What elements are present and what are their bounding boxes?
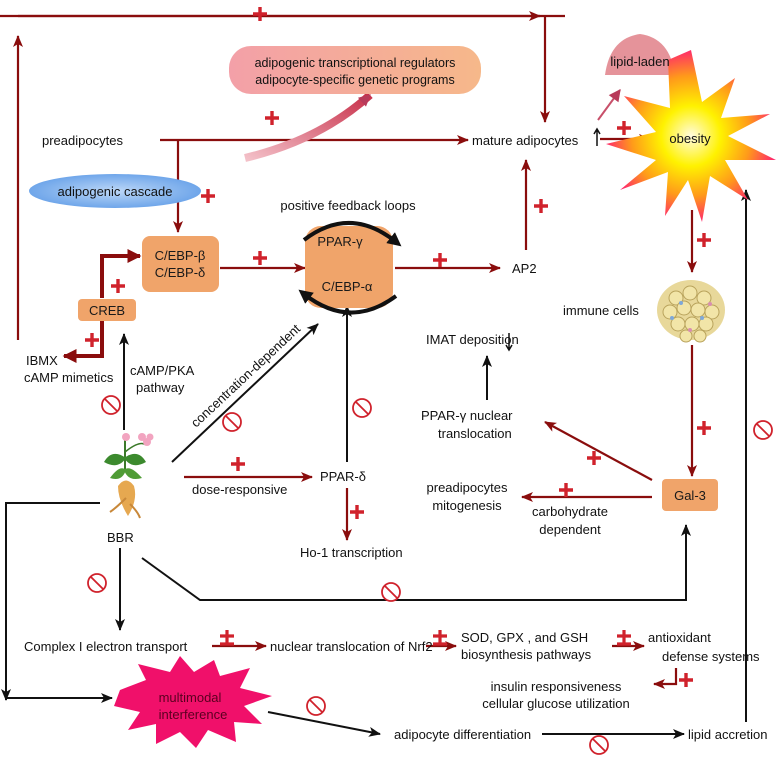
preadipocytes-label: preadipocytes bbox=[42, 133, 123, 148]
arrow-bbr-to-multimodal bbox=[5, 502, 113, 703]
adipocyte-diff-label: adipocyte differentiation bbox=[394, 727, 531, 742]
lipid-accretion-label: lipid accretion bbox=[688, 727, 768, 742]
prohibition-icon-obesity bbox=[753, 420, 773, 440]
plus-sign-cebp-ppar bbox=[251, 249, 269, 267]
ppar-g-nuclear-label-2: translocation bbox=[438, 426, 512, 441]
arrow-creb-to-cebpb bbox=[100, 249, 142, 298]
plus-sign-ho1 bbox=[348, 503, 366, 521]
obesity-burst bbox=[606, 50, 776, 222]
antioxidant-label-1: antioxidant bbox=[648, 630, 711, 645]
preadipocytes-mito-label-1: preadipocytes bbox=[427, 480, 508, 495]
lipid-laden-label: lipid-laden bbox=[610, 54, 669, 69]
bbr-label: BBR bbox=[107, 530, 134, 545]
regulators-box bbox=[229, 46, 481, 94]
arrow-to-regulators bbox=[244, 92, 373, 162]
plus-sign-creb-up bbox=[109, 277, 127, 295]
camp-mimetics-label: cAMP mimetics bbox=[24, 370, 114, 385]
nrf2-label: nuclear translocation of Nrf2 bbox=[270, 639, 433, 654]
preadipocytes-mito-label-2: mitogenesis bbox=[432, 498, 502, 513]
regulators-label-2: adipocyte-specific genetic programs bbox=[255, 73, 454, 87]
arrow-concentration-dependent bbox=[171, 323, 319, 463]
gal3-box bbox=[662, 479, 718, 511]
complex-i-label: Complex I electron transport bbox=[24, 639, 188, 654]
ppar-cebpa-box bbox=[305, 226, 393, 308]
cebp-box bbox=[142, 236, 219, 292]
dose-responsive-label: dose-responsive bbox=[192, 482, 287, 497]
plus-sign-dose bbox=[229, 455, 247, 473]
arrow-bbr-to-gal3 bbox=[141, 524, 691, 601]
plus-sign-nrf2 bbox=[431, 628, 449, 646]
prohibition-icon-diff bbox=[306, 696, 326, 716]
plus-sign-regulators bbox=[263, 109, 281, 127]
prohibition-icon-concentration bbox=[222, 412, 242, 432]
arrow-gal3-to-pparg-nuclear bbox=[544, 421, 653, 481]
sod-label-2: biosynthesis pathways bbox=[461, 647, 592, 662]
arrow-antioxidant-to-insulin bbox=[653, 668, 678, 689]
feedback-arc-top bbox=[302, 221, 402, 247]
plus-sign-immune bbox=[695, 231, 713, 249]
ibmx-label: IBMX bbox=[26, 353, 58, 368]
plus-sign-complexi bbox=[218, 628, 236, 646]
imat-deposition-label: IMAT deposition bbox=[426, 332, 519, 347]
ppar-g-nuclear-label-1: PPAR-γ nuclear bbox=[421, 408, 513, 423]
plus-sign-obesity bbox=[615, 119, 633, 137]
berberine-plant-icon bbox=[104, 433, 154, 519]
insulin-label-1: insulin responsiveness bbox=[491, 679, 622, 694]
antioxidant-label-2: defense systems bbox=[662, 649, 760, 664]
arrow-mature-to-lipid bbox=[597, 89, 621, 121]
camp-pka-label-2: pathway bbox=[136, 380, 185, 395]
multimodal-label-1: multimodal bbox=[159, 690, 222, 705]
arrow-creb-to-ibmx bbox=[62, 320, 104, 363]
plus-sign-sod bbox=[615, 628, 633, 646]
adipogenic-cascade-shape bbox=[29, 174, 201, 208]
gal3-label: Gal-3 bbox=[674, 488, 706, 503]
positive-feedback-label: positive feedback loops bbox=[280, 198, 416, 213]
feedback-arc-bottom bbox=[298, 289, 398, 315]
insulin-label-2: cellular glucose utilization bbox=[482, 696, 629, 711]
down-arrow-icon bbox=[505, 333, 513, 352]
plus-sign-ppar-ap2 bbox=[431, 251, 449, 269]
multimodal-burst bbox=[114, 656, 272, 748]
arrow-multimodal-to-diff bbox=[267, 711, 381, 737]
prohibition-icon-complexi bbox=[87, 573, 107, 593]
plus-sign-top bbox=[251, 5, 269, 23]
plus-sign-gal3-up bbox=[695, 419, 713, 437]
up-arrow-icon bbox=[593, 127, 601, 146]
plus-sign-antioxidant bbox=[677, 671, 695, 689]
camp-pka-label-1: cAMP/PKA bbox=[130, 363, 195, 378]
ppar-g-label: PPAR-γ bbox=[317, 234, 363, 249]
creb-box bbox=[78, 299, 136, 321]
prohibition-icon-ppard bbox=[352, 398, 372, 418]
plus-sign-mitogenesis bbox=[557, 481, 575, 499]
lipid-laden-shape bbox=[605, 34, 675, 75]
carbohydrate-label-1: carbohydrate bbox=[532, 504, 608, 519]
obesity-label: obesity bbox=[669, 131, 711, 146]
plus-sign-creb-down bbox=[83, 331, 101, 349]
prohibition-icon-camp bbox=[101, 395, 121, 415]
prohibition-icon-gal3 bbox=[381, 582, 401, 602]
cebp-b-label: C/EBP-β bbox=[155, 248, 206, 263]
adipogenic-cascade-label: adipogenic cascade bbox=[58, 184, 173, 199]
regulators-label-1: adipogenic transcriptional regulators bbox=[255, 56, 456, 70]
plus-sign-cascade bbox=[199, 187, 217, 205]
carbohydrate-label-2: dependent bbox=[539, 522, 601, 537]
mature-adipocytes-label: mature adipocytes bbox=[472, 133, 579, 148]
prohibition-icon-lipid bbox=[589, 735, 609, 755]
multimodal-label-2: interference bbox=[159, 707, 228, 722]
sod-label-1: SOD, GPX , and GSH bbox=[461, 630, 588, 645]
cebp-a-label: C/EBP-α bbox=[322, 279, 373, 294]
concentration-dependent-label: concentration-dependent bbox=[188, 321, 304, 430]
plus-sign-pparg-nuclear bbox=[585, 449, 603, 467]
plus-sign-ap2-up bbox=[532, 197, 550, 215]
immune-cells-label: immune cells bbox=[563, 303, 639, 318]
creb-label: CREB bbox=[89, 303, 125, 318]
ho1-label: Ho-1 transcription bbox=[300, 545, 403, 560]
ap2-label: AP2 bbox=[512, 261, 537, 276]
ppar-d-label: PPAR-δ bbox=[320, 469, 366, 484]
top-loop-arrow bbox=[0, 11, 565, 340]
adipocyte-cluster-icon bbox=[657, 280, 725, 343]
cebp-d-label: C/EBP-δ bbox=[155, 265, 206, 280]
